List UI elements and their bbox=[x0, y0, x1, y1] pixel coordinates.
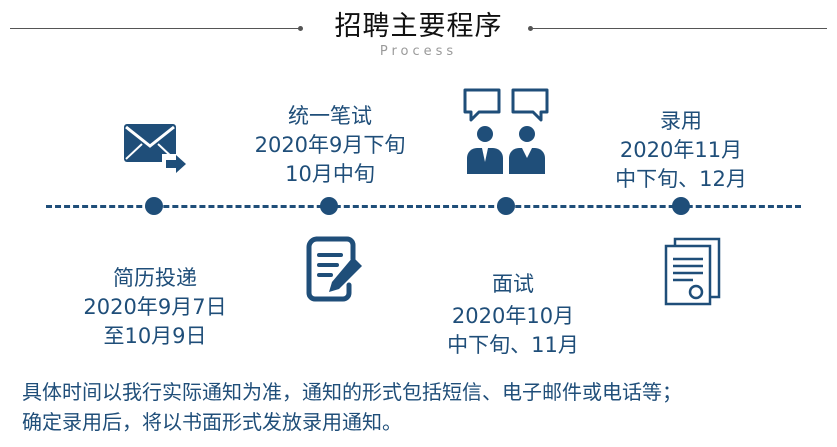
step-3-name: 面试 bbox=[492, 272, 534, 296]
people-chat-icon bbox=[461, 86, 551, 176]
step-1-date-line1: 2020年9月7日 bbox=[83, 295, 227, 319]
step-2-name: 统一笔试 bbox=[288, 104, 372, 128]
timeline-line bbox=[46, 205, 801, 208]
step-1-date-line2: 至10月9日 bbox=[103, 324, 207, 348]
timeline-node-1 bbox=[145, 197, 163, 215]
step-4-label: 录用 2020年11月 中下旬、12月 bbox=[581, 107, 781, 194]
step-3-date-line2: 中下旬、11月 bbox=[447, 333, 579, 357]
step-2-label: 统一笔试 2020年9月下旬 10月中旬 bbox=[230, 102, 430, 189]
header-rule-left bbox=[10, 28, 300, 29]
step-3-label: 面试 2020年10月 中下旬、11月 bbox=[413, 270, 613, 360]
step-3-date-line1: 2020年10月 bbox=[451, 304, 575, 328]
step-2-date-line2: 10月中旬 bbox=[285, 162, 375, 186]
step-1-name: 简历投递 bbox=[113, 266, 197, 290]
step-4-date-line2: 中下旬、12月 bbox=[615, 167, 747, 191]
timeline-node-3 bbox=[497, 197, 515, 215]
timeline-node-4 bbox=[672, 197, 690, 215]
certificate-icon bbox=[663, 237, 721, 307]
footer-note-line1: 具体时间以我行实际通知为准，通知的形式包括短信、电子邮件或电话等； bbox=[22, 380, 682, 404]
document-pen-icon bbox=[303, 235, 365, 303]
step-4-date-line1: 2020年11月 bbox=[619, 138, 743, 162]
header-rule-right bbox=[532, 28, 827, 29]
page-title: 招聘主要程序 bbox=[334, 11, 503, 42]
mail-send-icon bbox=[122, 122, 188, 174]
step-1-label: 简历投递 2020年9月7日 至10月9日 bbox=[55, 264, 255, 351]
step-2-date-line1: 2020年9月下旬 bbox=[254, 133, 406, 157]
page-subtitle: Process bbox=[379, 44, 458, 59]
step-4-name: 录用 bbox=[660, 109, 702, 133]
header-rule-right-dot bbox=[528, 26, 533, 31]
footer-note-line2: 确定录用后，将以书面形式发放录用通知。 bbox=[22, 410, 402, 434]
timeline-node-2 bbox=[320, 197, 338, 215]
header-rule-left-dot bbox=[298, 26, 303, 31]
